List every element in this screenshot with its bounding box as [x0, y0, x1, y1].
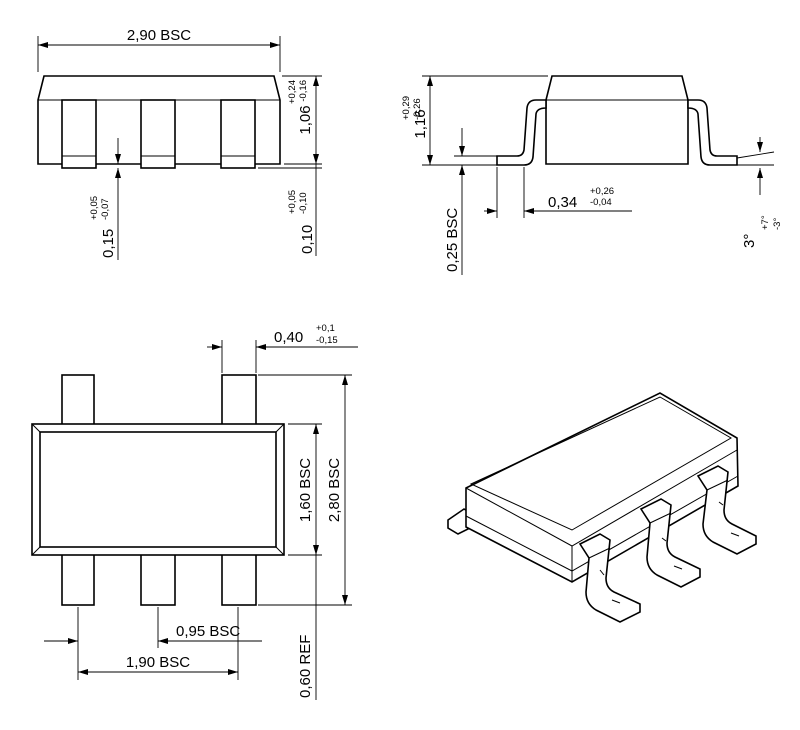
dim-right-gap-tol-minus: -0,10	[298, 192, 309, 214]
top-pin-5	[221, 551, 257, 606]
dim-left-gap-tol-minus: -0,07	[100, 198, 111, 220]
front-lead-2	[140, 99, 176, 169]
top-pin-1	[61, 374, 95, 428]
dim-lead-width: 0,34	[548, 194, 577, 211]
front-lead-1	[61, 99, 97, 169]
dim-left-gap-tol-plus: +0,05	[89, 196, 100, 220]
top-pin-2	[221, 374, 257, 428]
dim-pitch2: 1,90 BSC	[126, 654, 190, 671]
top-view: 0,40 +0,1 -0,15 1,60 BSC 2,80 BSC 0,60 R…	[31, 323, 358, 700]
dim-right-gap-tol-plus: +0,05	[287, 190, 298, 214]
side-lead-left	[496, 99, 547, 166]
top-pin-3	[61, 551, 95, 606]
front-view: 2,90 BSC 1,06 +0,24 -0,16 0,15 +0,05 -0,…	[37, 27, 322, 260]
dim-angle-tol-minus: -3°	[772, 218, 783, 230]
dim-side-height: 1,16	[412, 109, 429, 138]
dim-angle: 3°	[741, 234, 758, 248]
iso-lead-1	[578, 533, 641, 623]
dim-pin-width-tol-minus: -0,15	[316, 335, 338, 346]
top-body-outer	[31, 423, 285, 556]
iso-lead-3	[696, 465, 757, 555]
dim-pin-width: 0,40	[274, 329, 303, 346]
dim-lead-width-tol-minus: -0,04	[590, 197, 612, 208]
dim-top-height-tol-minus: -0,16	[298, 80, 309, 102]
dim-side-height-tol-minus: -0,26	[412, 98, 423, 120]
top-body-inner	[39, 431, 277, 548]
side-lead-right	[687, 99, 738, 166]
iso-body	[465, 392, 739, 583]
dim-top-height-tol-plus: +0,24	[287, 80, 298, 104]
dim-lead-thickness: 0,25 BSC	[444, 208, 461, 272]
dim-pitch: 0,95 BSC	[176, 623, 240, 640]
dim-side-height-tol-plus: +0,29	[401, 96, 412, 120]
dim-body-width: 1,60 BSC	[297, 458, 314, 522]
dim-top-width: 2,90 BSC	[127, 27, 191, 44]
dim-angle-tol-plus: +7°	[760, 215, 771, 230]
dim-left-gap: 0,15	[100, 229, 117, 258]
front-lead-3	[220, 99, 256, 169]
dim-top-height: 1,06	[297, 105, 314, 134]
dim-lead-width-tol-plus: +0,26	[590, 186, 614, 197]
dim-right-gap: 0,10	[299, 225, 316, 254]
dim-pin-width-tol-plus: +0,1	[316, 323, 335, 334]
side-body	[545, 75, 689, 165]
isometric-view	[447, 392, 757, 623]
side-view: 1,16 +0,29 -0,26 0,25 BSC 0,34 +0,26 -0,…	[401, 75, 783, 275]
dim-foot-length: 0,60 REF	[297, 635, 314, 698]
iso-lead-2	[639, 498, 701, 588]
dim-overall-width: 2,80 BSC	[326, 458, 343, 522]
top-pin-4	[140, 551, 176, 606]
